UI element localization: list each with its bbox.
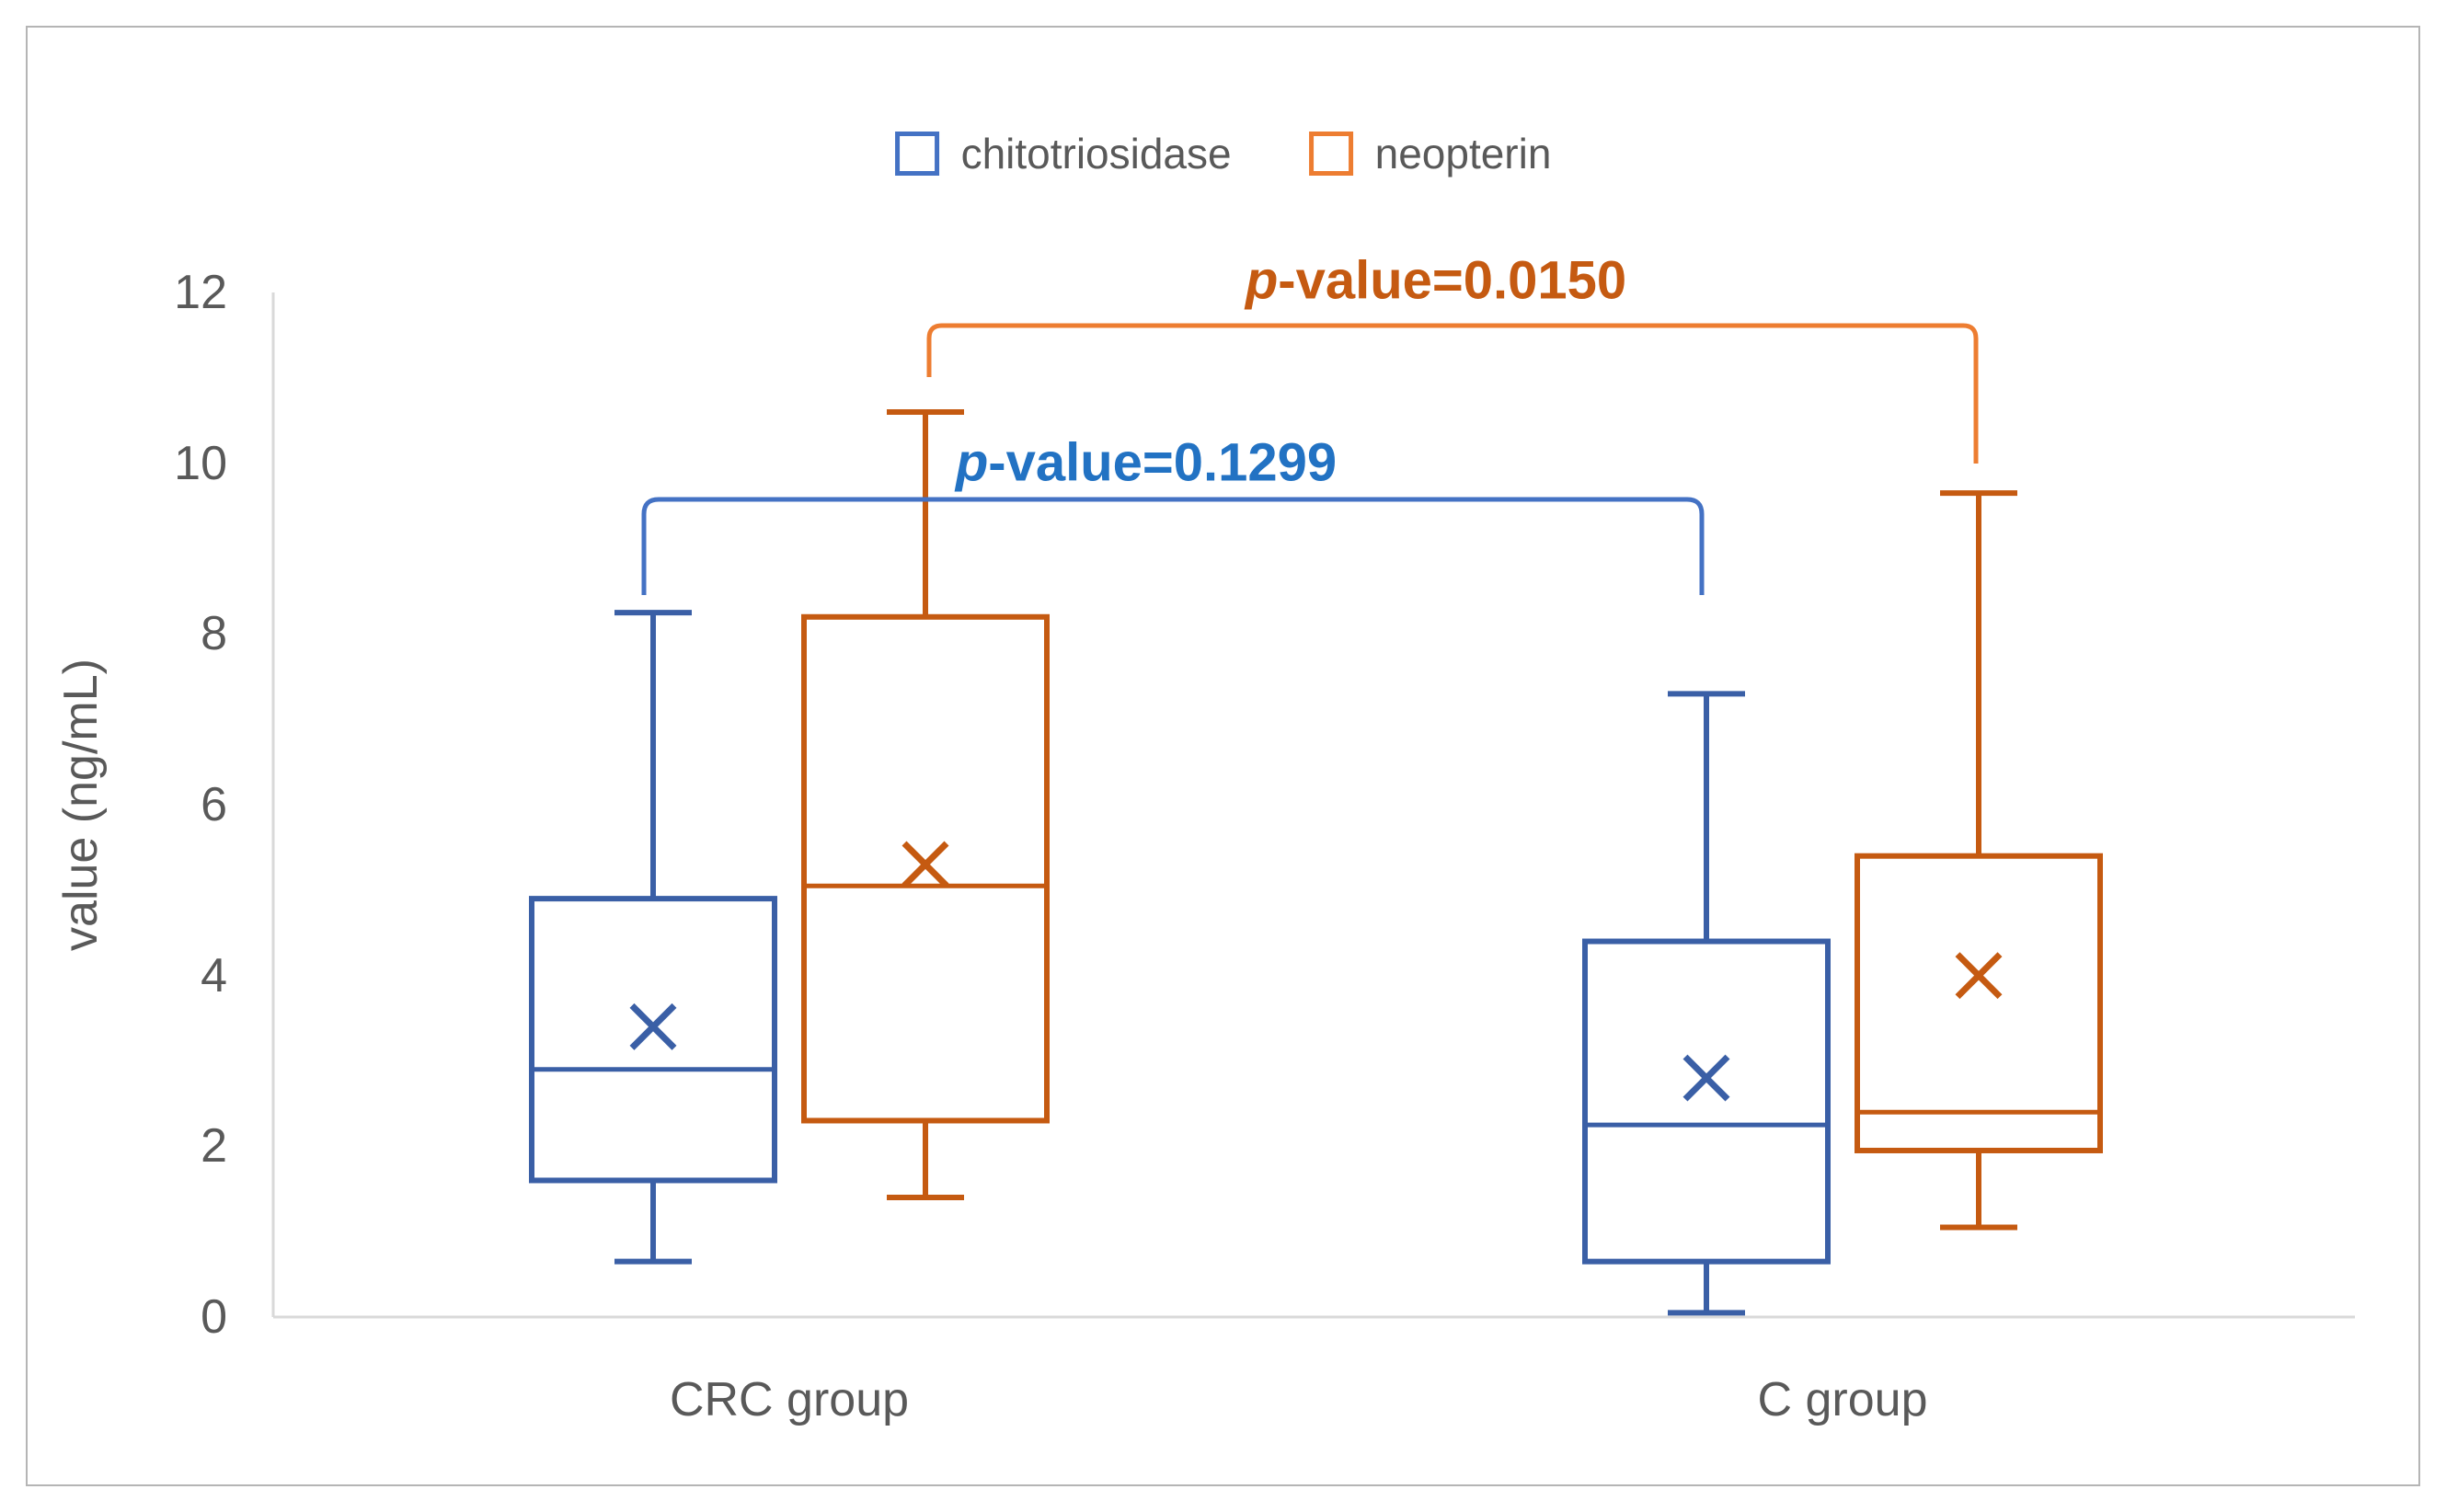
iqr-box-neopterin-crc — [801, 613, 1050, 1124]
legend-label: neopterin — [1374, 130, 1552, 178]
y-tick-label-0: 0 — [201, 1290, 227, 1344]
pvalue-annotation-chitotriosidase: p-value=0.1299 — [956, 432, 1337, 494]
mean-marker-neopterin-c — [1955, 952, 2003, 1000]
y-tick-label-4: 4 — [201, 948, 227, 1002]
legend-item-neopterin: neopterin — [1308, 129, 1552, 178]
y-tick-label-10: 10 — [174, 436, 227, 490]
x-category-label-c-group: C group — [1757, 1373, 1928, 1426]
mean-marker-chitotriosidase-crc — [629, 1002, 677, 1050]
legend-label: chitotriosidase — [960, 130, 1232, 178]
legend-item-chitotriosidase: chitotriosidase — [894, 129, 1232, 178]
y-tick-label-6: 6 — [201, 778, 227, 831]
pvalue-italic-p: p — [1245, 250, 1279, 311]
significance-bracket-chitotriosidase — [641, 497, 1705, 595]
iqr-box-chitotriosidase-crc — [529, 896, 777, 1184]
y-tick-label-2: 2 — [201, 1119, 227, 1174]
mean-marker-neopterin-crc — [901, 841, 949, 888]
pvalue-annotation-neopterin: p-value=0.0150 — [1246, 250, 1626, 312]
pvalue-text: -value=0.1299 — [988, 432, 1338, 493]
significance-bracket-neopterin — [926, 323, 1979, 464]
legend-swatch-icon-chitotriosidase — [894, 132, 939, 176]
iqr-box-neopterin-c — [1855, 853, 2103, 1153]
chart-border-frame — [26, 26, 2420, 1486]
y-axis-title: value (ng/mL) — [54, 659, 108, 951]
legend-swatch-icon-neopterin — [1308, 132, 1353, 176]
y-tick-label-8: 8 — [201, 607, 227, 661]
legend: chitotriosidase neopterin — [894, 129, 1552, 178]
y-tick-label-12: 12 — [174, 266, 227, 319]
iqr-box-chitotriosidase-c — [1582, 938, 1831, 1265]
pvalue-text: -value=0.0150 — [1278, 250, 1627, 311]
x-category-label-crc-group: CRC group — [669, 1373, 910, 1426]
pvalue-italic-p: p — [955, 432, 989, 493]
mean-marker-chitotriosidase-c — [1682, 1054, 1730, 1102]
